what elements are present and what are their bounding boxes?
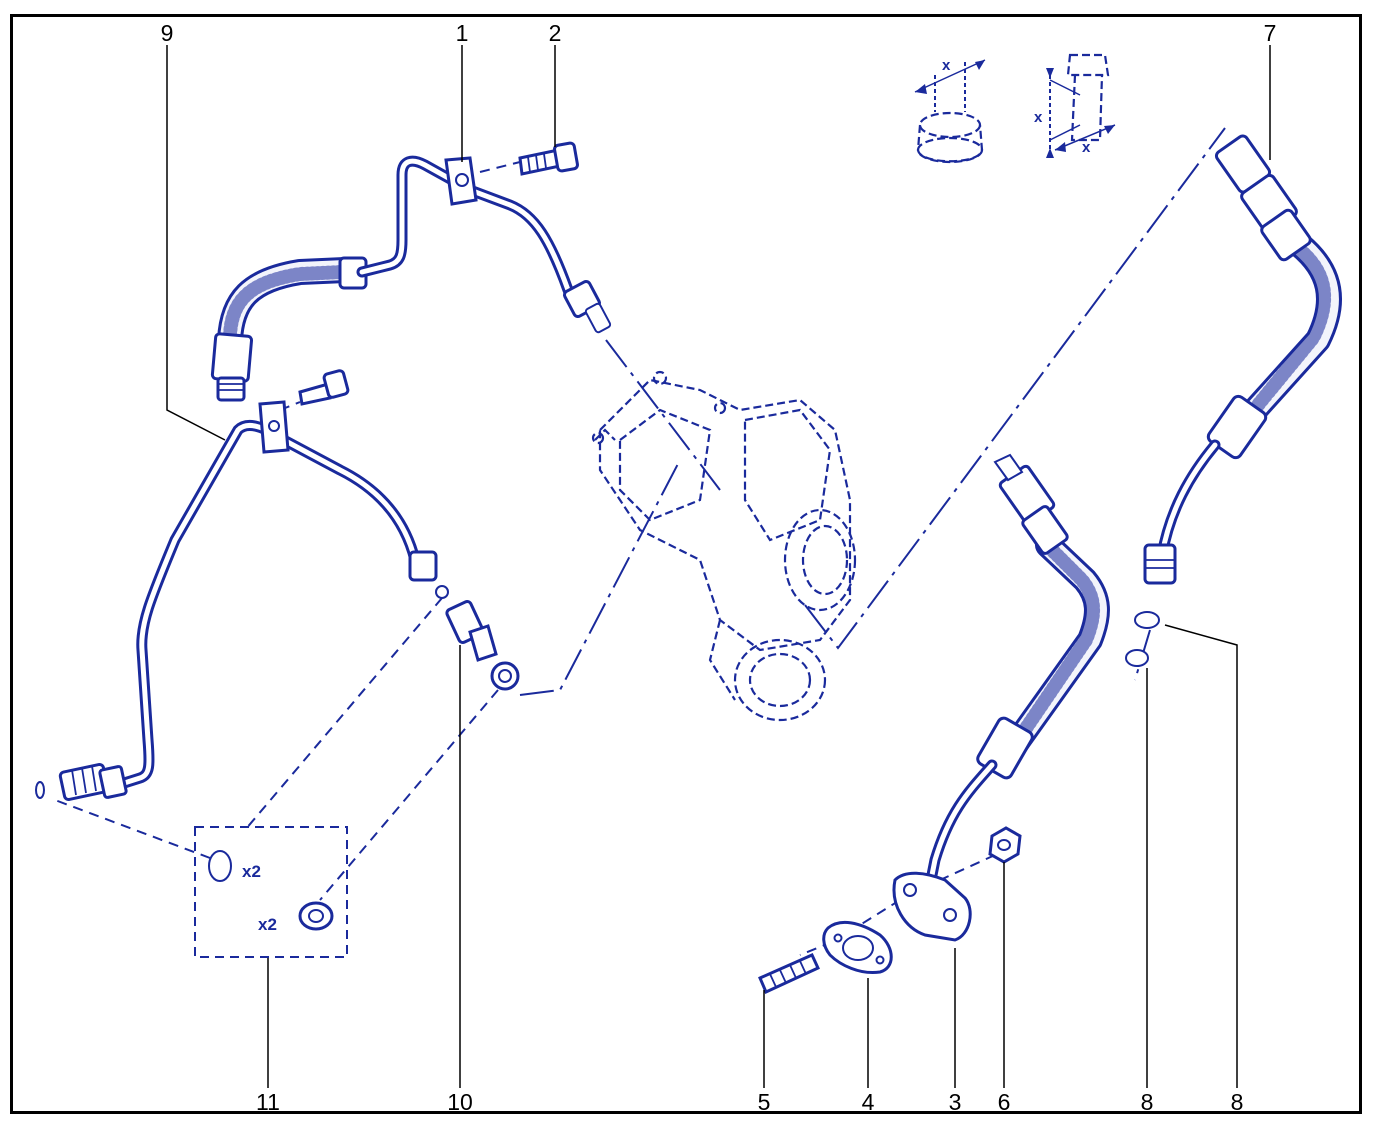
part-3-drain-pipe (892, 453, 1110, 942)
callout-3: 3 (949, 1089, 962, 1115)
part-6-nut (988, 826, 1022, 864)
callout-8-right: 8 (1231, 1089, 1244, 1115)
dimension-inset-nut: x (914, 57, 986, 164)
part-1-feed-pipe-upper (210, 155, 612, 402)
callout-1: 1 (456, 20, 469, 46)
part-11-washer-kit: x2 x2 (194, 826, 348, 958)
part-7-feed-hose (1143, 134, 1342, 585)
part-4-gasket (822, 920, 893, 975)
callout-9: 9 (161, 20, 174, 46)
callout-6: 6 (998, 1089, 1011, 1115)
turbocharger-ghost (591, 370, 857, 722)
kit-oring-quantity: x2 (242, 862, 261, 881)
callout-5: 5 (758, 1089, 771, 1115)
callout-10: 10 (447, 1089, 473, 1115)
dimension-x-label-nut: x (942, 57, 951, 74)
dimension-x-label-bolt-diameter: x (1082, 139, 1091, 156)
callout-labels: 1 2 3 4 5 6 7 8 8 9 10 11 (161, 20, 1277, 1115)
part-5-stud (758, 953, 820, 995)
part-9-return-pipe (35, 369, 438, 802)
part-10-union (435, 585, 520, 691)
part-2-bolt (518, 141, 579, 176)
callout-7: 7 (1264, 20, 1277, 46)
dimension-x-label-bolt-length: x (1034, 109, 1043, 126)
callout-2: 2 (549, 20, 562, 46)
leader-lines (166, 45, 1271, 1088)
dimension-inset-bolt: x x (1034, 53, 1116, 158)
kit-washer-quantity: x2 (258, 915, 277, 934)
callout-11: 11 (256, 1089, 280, 1115)
part-8-orings (1125, 611, 1160, 667)
diagram-frame (10, 14, 1362, 1114)
callout-4: 4 (862, 1089, 875, 1115)
callout-8-left: 8 (1141, 1089, 1154, 1115)
